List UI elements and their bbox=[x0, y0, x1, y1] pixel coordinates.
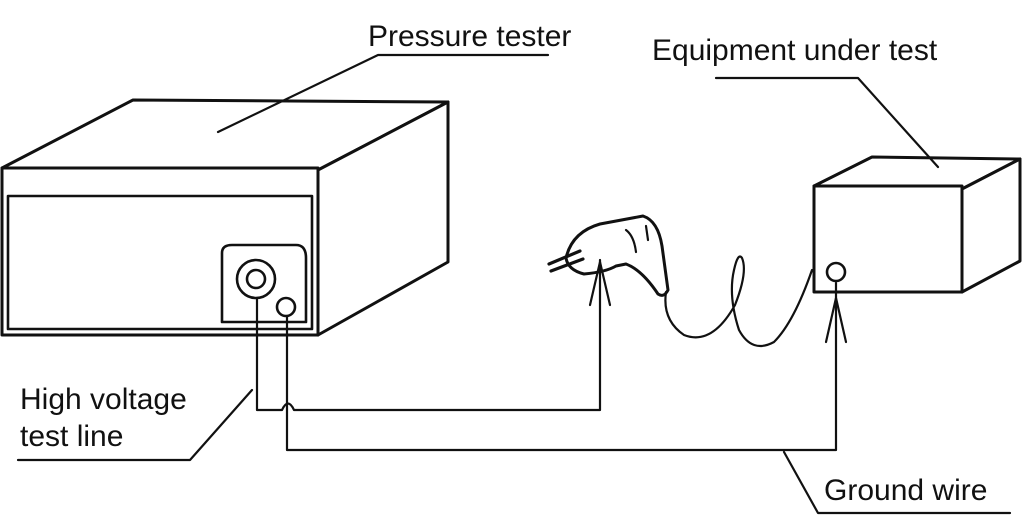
equipment-front-face bbox=[812, 184, 964, 294]
probe-body bbox=[564, 214, 670, 297]
equipment-leader bbox=[714, 76, 940, 169]
equipment-under-test-box bbox=[812, 155, 1022, 294]
ground-clip-arrow bbox=[824, 296, 848, 344]
ground-wire-leader bbox=[782, 450, 1012, 515]
probe-grip-line bbox=[624, 228, 638, 254]
high-voltage-terminal-inner bbox=[245, 268, 267, 290]
leader-lines bbox=[16, 53, 1012, 515]
probe-coiled-cable bbox=[664, 255, 814, 348]
label-pressure-tester: Pressure tester bbox=[368, 20, 571, 53]
label-high-voltage-line2: test line bbox=[20, 420, 123, 453]
equipment-ground-terminal bbox=[825, 261, 847, 283]
tester-terminal-plate bbox=[220, 243, 308, 324]
probe-button bbox=[644, 224, 650, 242]
high-voltage-probe bbox=[547, 214, 814, 348]
wiring bbox=[255, 258, 848, 452]
pressure-tester-leader bbox=[216, 53, 550, 134]
high-voltage-leader bbox=[16, 388, 254, 462]
label-equipment-under-test: Equipment under test bbox=[652, 34, 938, 67]
ground-wire bbox=[285, 281, 838, 452]
label-ground-wire: Ground wire bbox=[824, 474, 987, 507]
label-high-voltage-line1: High voltage bbox=[20, 383, 187, 416]
tester-front-face bbox=[0, 166, 320, 337]
pressure-tester-box bbox=[0, 98, 450, 337]
probe-clip-arrow bbox=[588, 260, 612, 307]
tester-front-panel bbox=[6, 194, 314, 331]
probe-tip bbox=[547, 249, 585, 273]
